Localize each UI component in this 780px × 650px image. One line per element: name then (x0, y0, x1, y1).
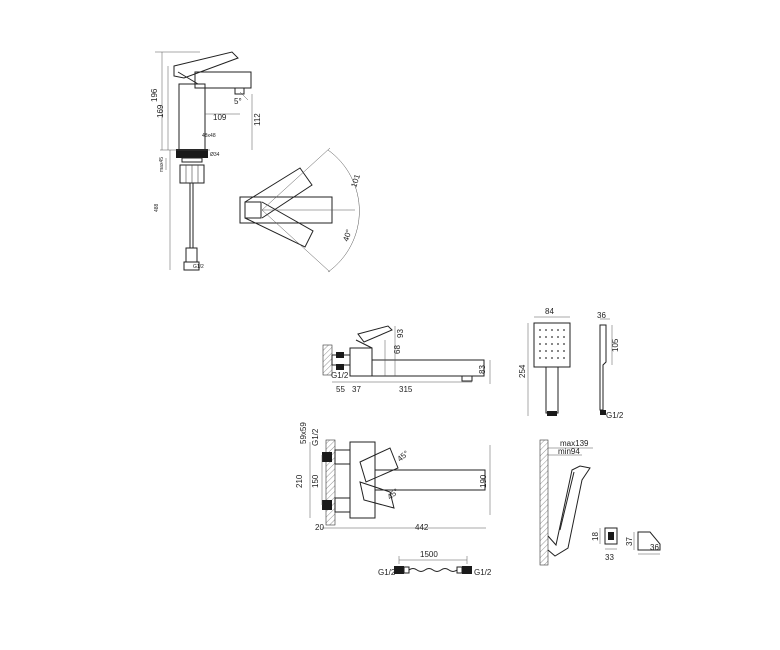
basin-height-total: 196 (150, 88, 159, 102)
bath-top-spout-reach: 442 (415, 523, 429, 532)
bath-top-spout-width: 190 (479, 474, 488, 488)
bath-side-handle-height: 93 (396, 329, 405, 338)
basin-height-spout: 169 (156, 104, 165, 118)
basin-outlet-height: 112 (253, 113, 262, 126)
bath-top-wall-gap: 20 (315, 523, 324, 532)
holder-bracket-width: 33 (605, 553, 614, 562)
basin-mixer-top-view (239, 147, 360, 273)
bath-top-eccentric: 59x59 (299, 422, 308, 444)
shower-holder-view (539, 439, 661, 566)
bath-side-outlet-height: 83 (478, 365, 487, 374)
holder-mount-height: 37 (625, 537, 634, 546)
hose-left-connection: G1/2 (378, 568, 396, 577)
shower-head-length: 105 (611, 338, 620, 352)
shower-connection: G1/2 (606, 411, 624, 420)
shower-head-width: 84 (545, 307, 554, 316)
bath-top-total-height: 210 (295, 474, 304, 488)
bath-mixer-top-view (309, 439, 491, 529)
bath-side-body-height: 68 (393, 345, 402, 354)
basin-base-size: 48x48 (202, 133, 216, 139)
bath-top-angle-1: 45° (396, 449, 411, 464)
holder-min-reach: min94 (558, 447, 580, 456)
basin-mixer-side-view (155, 51, 253, 271)
basin-max-deck: max45 (159, 157, 165, 172)
hand-shower-view (527, 316, 613, 416)
hose-length: 1500 (420, 550, 438, 559)
basin-spout-reach: 109 (213, 113, 227, 122)
bath-top-angle-2: 45° (386, 487, 401, 502)
basin-connection: G1/2 (193, 264, 204, 270)
basin-hose-length: 488 (154, 203, 160, 212)
shower-nozzle-grid (539, 329, 565, 359)
bath-side-spout-length: 315 (399, 385, 413, 394)
basin-spout-tilt: 5° (234, 97, 242, 106)
holder-mount-depth: 36 (650, 543, 659, 552)
holder-max-reach: max139 (560, 439, 589, 448)
shower-total-length: 254 (518, 364, 527, 378)
top-rotation-radius: 101 (349, 173, 362, 189)
bath-top-connection: G1/2 (311, 428, 320, 446)
hose-right-connection: G1/2 (474, 568, 492, 577)
bath-side-body-depth: 37 (352, 385, 361, 394)
top-rotation-angle: 40° (341, 228, 353, 242)
basin-hole-diameter: Ø34 (210, 152, 220, 158)
holder-bracket-height: 18 (591, 532, 600, 541)
hose-view (394, 556, 472, 574)
bath-mixer-side-view (322, 325, 491, 384)
bath-top-centers: 150 (311, 474, 320, 488)
bath-side-connection: G1/2 (331, 371, 349, 380)
shower-head-depth: 36 (597, 311, 606, 320)
bath-side-wall-offset: 55 (336, 385, 345, 394)
